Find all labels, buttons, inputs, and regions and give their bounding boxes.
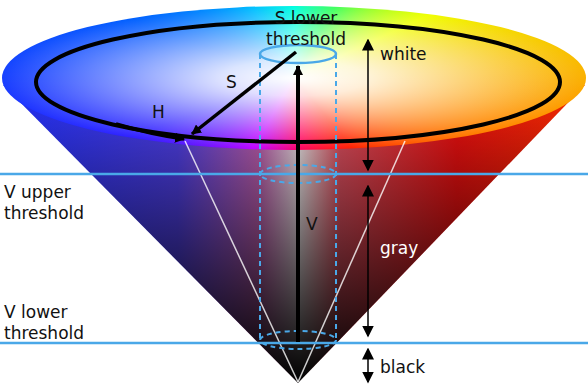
cut-line bbox=[185, 141, 298, 382]
s-threshold-cylinder bbox=[260, 45, 336, 349]
h-arrow bbox=[116, 124, 184, 139]
range-label: black bbox=[380, 357, 425, 378]
threshold-label: V upper threshold bbox=[4, 182, 104, 224]
v-lower-line bbox=[0, 342, 588, 345]
s-arrow bbox=[192, 52, 296, 134]
cut-line bbox=[298, 141, 405, 382]
v-upper-line bbox=[0, 173, 588, 176]
v-arrow bbox=[296, 66, 300, 342]
range-label: white bbox=[380, 44, 427, 65]
axis-label: S bbox=[226, 72, 237, 93]
threshold-label: S lower threshold bbox=[246, 8, 366, 50]
range-label: gray bbox=[380, 238, 418, 259]
range-arrows bbox=[367, 40, 369, 382]
threshold-label: V lower threshold bbox=[4, 302, 104, 344]
axis-label: H bbox=[152, 102, 165, 123]
axis-label: V bbox=[306, 214, 318, 235]
